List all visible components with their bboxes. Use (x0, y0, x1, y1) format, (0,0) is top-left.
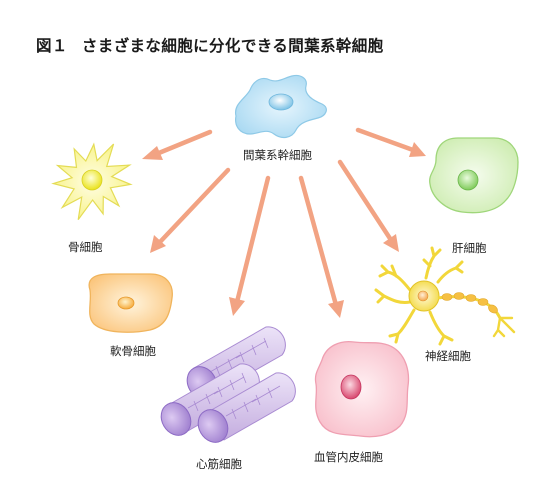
neuron-axon (437, 292, 516, 338)
endothelial-cell (314, 340, 410, 438)
figure-title: 図１ さまざまな細胞に分化できる間葉系幹細胞 (33, 34, 384, 56)
label-bone: 骨細胞 (68, 240, 103, 254)
label-msc: 間葉系幹細胞 (243, 148, 312, 162)
liver-cell (429, 137, 519, 214)
liver-nucleus (457, 169, 479, 191)
neuron-cell (374, 246, 516, 346)
arrow-to-endothelial (298, 175, 344, 318)
bone-cell (51, 142, 133, 221)
arrow-to-liver (355, 127, 426, 157)
arrow-to-cardiac (229, 175, 271, 316)
cartilage-cell (88, 273, 173, 333)
arrow-to-neuron (337, 159, 399, 252)
cardiac-tube-right (197, 372, 296, 443)
arrow-to-cartilage (150, 167, 231, 253)
cardiac-cell (160, 326, 296, 443)
label-cardiac: 心筋細胞 (196, 457, 242, 471)
endothelial-nucleus (340, 374, 362, 400)
figure-title-text: さまざまな細胞に分化できる間葉系幹細胞 (81, 37, 384, 55)
msc-cell (234, 74, 327, 139)
arrows (142, 127, 426, 318)
figure-number: 図１ (36, 37, 68, 55)
msc-nucleus (268, 93, 294, 111)
label-liver: 肝細胞 (452, 241, 487, 255)
label-cartilage: 軟骨細胞 (110, 344, 156, 358)
arrow-to-bone (142, 129, 213, 160)
label-neuron: 神経細胞 (425, 349, 471, 363)
bone-nucleus (81, 169, 103, 191)
label-endothelial: 血管内皮細胞 (314, 450, 383, 464)
neuron-nucleus (417, 290, 429, 302)
cartilage-nucleus (117, 296, 135, 310)
